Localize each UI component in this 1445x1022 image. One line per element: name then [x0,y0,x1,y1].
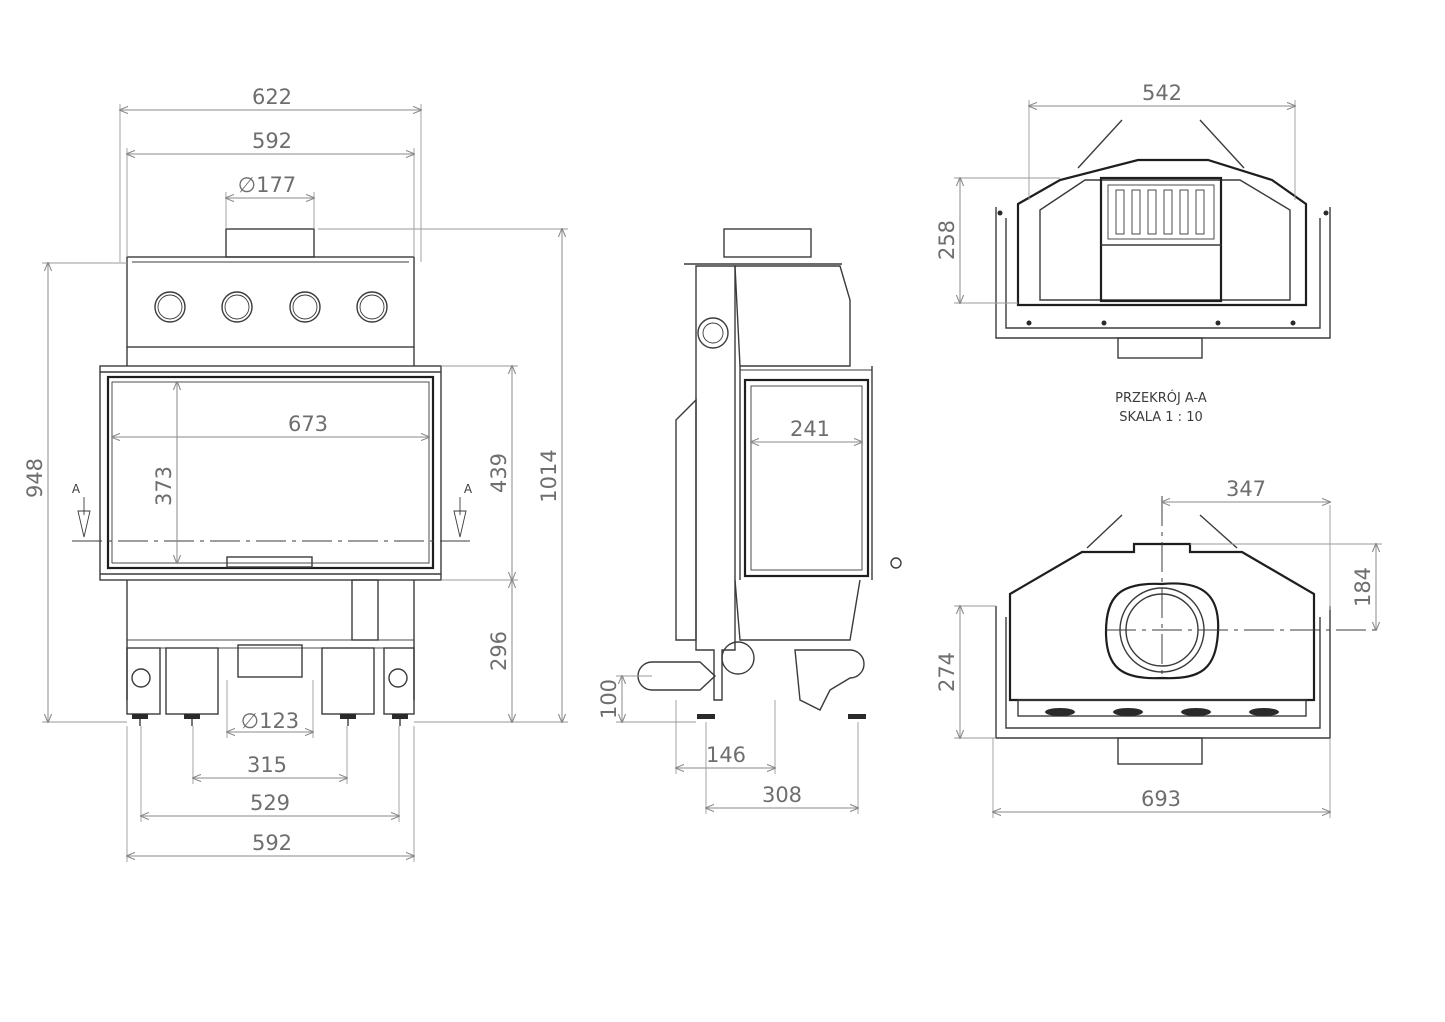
section-view-a-a: 542 258 PRZEKRÓJ A-A SKALA 1 : 10 [935,81,1331,425]
dim-door-height: 439 [487,453,511,493]
front-view: 622 592 ∅177 673 373 439 1014 296 948 [23,85,568,862]
dim-top-depth: 274 [935,652,959,692]
section-marker-left: A [72,482,91,538]
side-view: 241 100 146 308 [597,228,902,814]
section-caption-scale: SKALA 1 : 10 [1119,410,1202,425]
adjustable-feet [1045,708,1279,716]
dim-glass-height: 373 [152,466,176,506]
dim-base-height: 296 [487,631,511,671]
dim-leg-spacing-inner: 315 [247,753,287,777]
dim-section-height: 258 [935,220,959,260]
dim-base-width: 592 [252,831,292,855]
dim-overall-height: 1014 [537,449,561,502]
dim-height-to-top: 948 [23,458,47,498]
dim-section-width: 542 [1142,81,1182,105]
dim-leg-spacing-outer: 529 [250,791,290,815]
section-marker-right: A [453,482,473,538]
dim-depth: 308 [762,783,802,807]
svg-text:A: A [72,482,81,496]
dim-inlet-offset: 146 [706,743,746,767]
dim-glass-width: 673 [288,412,328,436]
svg-text:A: A [464,482,473,496]
dim-flue-offset: 347 [1226,477,1266,501]
dim-flue-diameter: ∅177 [238,173,296,197]
grate [1107,184,1215,240]
dim-flue-center-depth: 184 [1351,567,1375,607]
dim-inlet-height: 100 [597,679,621,719]
convection-outlets [154,291,388,323]
dim-door-depth: 241 [790,417,830,441]
section-caption-title: PRZEKRÓJ A-A [1115,390,1207,406]
top-view: 347 184 274 693 [935,477,1382,818]
dim-top-width: 693 [1141,787,1181,811]
leveling-legs [126,647,415,726]
dim-body-width: 592 [252,129,292,153]
dim-air-inlet-diameter: ∅123 [241,709,299,733]
dim-overall-width: 622 [252,85,292,109]
